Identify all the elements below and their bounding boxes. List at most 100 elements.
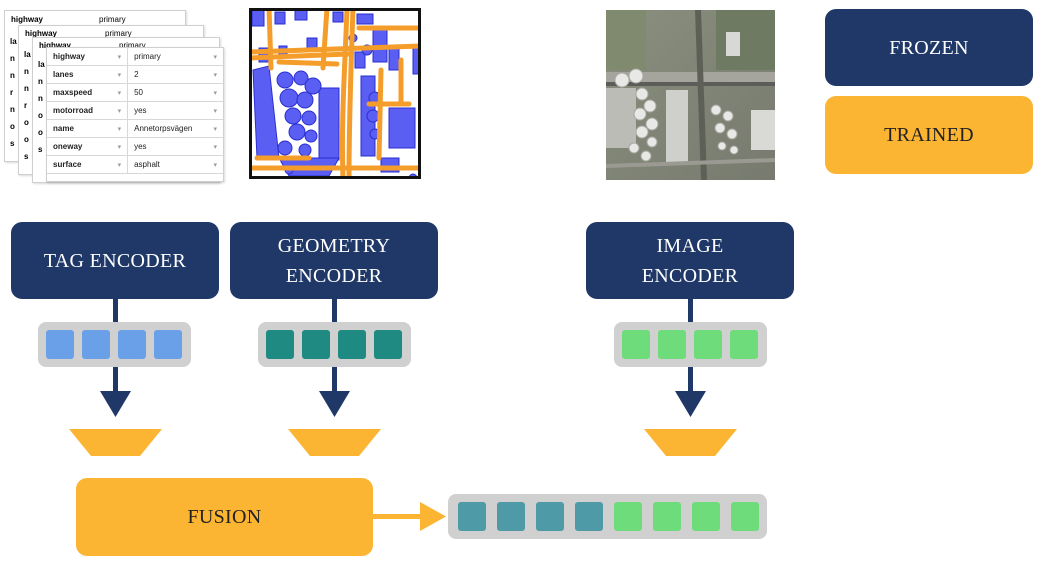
image-encoder: IMAGE ENCODER: [586, 222, 794, 299]
side-letter: o: [38, 128, 43, 137]
tag-row: motorroad▾yes▾: [47, 101, 223, 120]
image-token: [730, 330, 758, 359]
tag-key: oneway: [47, 137, 108, 156]
tag-value: primary: [105, 29, 132, 38]
tag-row: highway▾primary▾: [47, 48, 223, 66]
dropdown-arrow-icon[interactable]: ▾: [203, 48, 223, 66]
dropdown-arrow-icon[interactable]: ▾: [107, 48, 129, 66]
fused-geometry-token: [575, 502, 603, 531]
dropdown-arrow-icon[interactable]: ▾: [203, 155, 223, 174]
geometry-token: [266, 330, 294, 359]
trained-legend: TRAINED: [825, 96, 1033, 174]
tag-row: maxspeed▾50▾: [47, 83, 223, 102]
tag-key: motorroad: [47, 101, 108, 120]
side-letter: la: [38, 60, 45, 69]
tag-value: yes: [127, 137, 204, 156]
dropdown-arrow-icon[interactable]: ▾: [107, 155, 129, 174]
fused-image-token: [653, 502, 681, 531]
funnel-icon: [288, 429, 381, 456]
side-letter: n: [10, 105, 15, 114]
side-letter: o: [24, 135, 29, 144]
trained-label: TRAINED: [884, 123, 974, 146]
tag-value: asphalt: [127, 155, 204, 174]
fused-geometry-token: [536, 502, 564, 531]
tag-token: [82, 330, 110, 359]
funnel-icon: [644, 429, 737, 456]
tag-value: Annetorpsvägen: [127, 119, 204, 138]
geometry-encoder-label-line1: GEOMETRY: [277, 234, 391, 257]
tag-key: maxspeed: [47, 83, 108, 102]
fusion-label: FUSION: [187, 505, 262, 528]
connector-line: [688, 299, 693, 322]
fused-image-token: [614, 502, 642, 531]
geometry-token: [302, 330, 330, 359]
side-letter: n: [10, 54, 15, 63]
tag-token: [118, 330, 146, 359]
tag-token: [154, 330, 182, 359]
tag-key: lanes: [47, 65, 108, 84]
frozen-legend: FROZEN: [825, 9, 1033, 86]
connector-line: [332, 299, 337, 322]
tag-key: highway: [47, 48, 108, 66]
side-letter: r: [24, 101, 28, 110]
fused-image-token: [692, 502, 720, 531]
tag-key: name: [47, 119, 108, 138]
tag-row: surface▾asphalt▾: [47, 155, 223, 174]
osm-tag-table: highway▾primary▾lanes▾2▾maxspeed▾50▾moto…: [46, 47, 224, 182]
down-arrow-icon: [100, 367, 131, 417]
tag-key: highway: [25, 29, 58, 38]
geometry-token: [374, 330, 402, 359]
tag-row: name▾Annetorpsvägen▾: [47, 119, 223, 138]
fused-geometry-token: [497, 502, 525, 531]
image-embedding: [614, 322, 767, 367]
image-encoder-label-line2: ENCODER: [641, 264, 739, 287]
tag-embedding: [38, 322, 191, 367]
image-token: [622, 330, 650, 359]
down-arrow-icon: [319, 367, 350, 417]
tag-encoder: TAG ENCODER: [11, 222, 219, 299]
geometry-encoder-label-line2: ENCODER: [285, 264, 383, 287]
dropdown-arrow-icon[interactable]: ▾: [107, 65, 129, 84]
tag-row: lanes▾2▾: [47, 65, 223, 84]
dropdown-arrow-icon[interactable]: ▾: [203, 101, 223, 120]
dropdown-arrow-icon[interactable]: ▾: [203, 137, 223, 156]
funnel-icon: [69, 429, 162, 456]
side-letter: n: [24, 67, 29, 76]
tag-key: surface: [47, 155, 108, 174]
image-token: [658, 330, 686, 359]
side-letter: n: [10, 71, 15, 80]
dropdown-arrow-icon[interactable]: ▾: [203, 119, 223, 138]
side-letter: r: [10, 88, 14, 97]
tag-value: 2: [127, 65, 204, 84]
fused-geometry-token: [458, 502, 486, 531]
down-arrow-icon: [675, 367, 706, 417]
tag-value: yes: [127, 101, 204, 120]
dropdown-arrow-icon[interactable]: ▾: [203, 65, 223, 84]
geometry-embedding: [258, 322, 411, 367]
dropdown-arrow-icon[interactable]: ▾: [107, 101, 129, 120]
side-letter: s: [38, 145, 43, 154]
side-letter: la: [24, 50, 31, 59]
side-letter: o: [10, 122, 15, 131]
side-letter: n: [38, 94, 43, 103]
tag-encoder-label: TAG ENCODER: [43, 249, 187, 272]
tag-value: primary: [127, 48, 204, 66]
fused-embedding: [448, 494, 767, 539]
geometry-token: [338, 330, 366, 359]
dropdown-arrow-icon[interactable]: ▾: [107, 83, 129, 102]
geometry-encoder: GEOMETRY ENCODER: [230, 222, 438, 299]
side-letter: n: [24, 84, 29, 93]
tag-token: [46, 330, 74, 359]
tag-value: primary: [99, 15, 126, 24]
tag-key: highway: [39, 41, 72, 50]
image-encoder-label-line1: IMAGE: [656, 234, 724, 257]
dropdown-arrow-icon[interactable]: ▾: [203, 83, 223, 102]
tag-key: highway: [11, 15, 44, 24]
dropdown-arrow-icon[interactable]: ▾: [107, 137, 129, 156]
fusion-block: FUSION: [76, 478, 373, 556]
right-arrow-icon: [373, 502, 446, 531]
dropdown-arrow-icon[interactable]: ▾: [107, 119, 129, 138]
tag-value: 50: [127, 83, 204, 102]
